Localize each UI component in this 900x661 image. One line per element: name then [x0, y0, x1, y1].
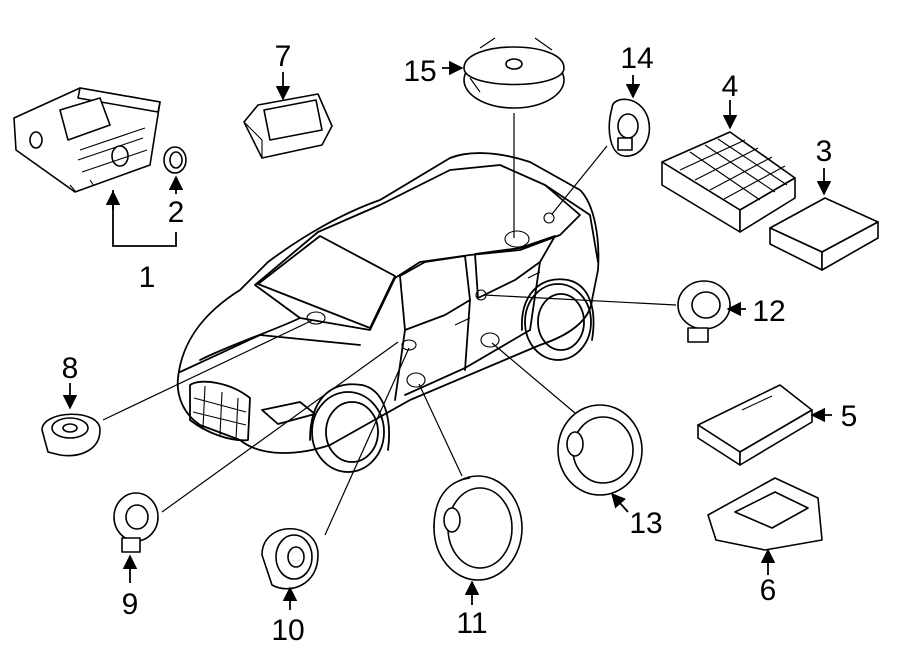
callout-11: 11 — [456, 607, 487, 640]
callout-9: 9 — [122, 588, 139, 621]
callout-2: 2 — [168, 196, 185, 229]
tweeter-front — [113, 492, 159, 553]
control-knob — [163, 146, 187, 174]
callout-1-bracket — [112, 190, 177, 247]
callout-3: 3 — [816, 135, 833, 168]
control-module — [697, 384, 813, 466]
callout-12: 12 — [752, 295, 785, 328]
amplifier-module — [661, 131, 796, 233]
mounting-bracket — [707, 477, 823, 551]
callout-7: 7 — [275, 40, 292, 73]
callout-labels: 1 2 3 4 5 6 7 8 9 10 11 12 13 14 15 — [62, 40, 858, 647]
receiver-box — [769, 197, 879, 271]
callout-14: 14 — [620, 42, 653, 75]
center-speaker — [41, 413, 101, 457]
callout-4: 4 — [722, 70, 739, 103]
radio-head-unit — [13, 87, 161, 193]
callout-1: 1 — [139, 261, 156, 294]
callout-13-arrow — [611, 492, 629, 513]
subwoofer — [463, 37, 565, 109]
leader-lines — [102, 113, 677, 536]
callout-6: 6 — [760, 574, 777, 607]
tweeter-rear — [608, 98, 651, 157]
display-screen — [243, 93, 333, 159]
callout-15: 15 — [403, 55, 436, 88]
door-tweeter — [677, 280, 731, 343]
front-door-woofer — [433, 475, 523, 581]
callout-13: 13 — [629, 507, 662, 540]
callout-10: 10 — [271, 614, 304, 647]
callout-5: 5 — [841, 400, 858, 433]
midrange-speaker — [261, 527, 319, 590]
vehicle-outline — [176, 152, 600, 473]
rear-door-woofer — [557, 404, 643, 496]
callout-8: 8 — [62, 352, 79, 385]
